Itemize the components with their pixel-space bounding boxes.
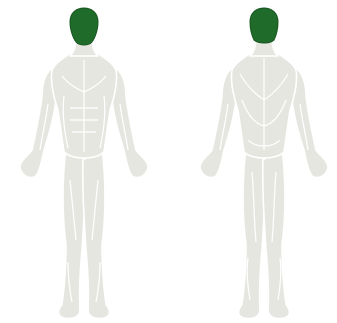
back-left-arm[interactable] (200, 66, 236, 178)
back-head[interactable] (250, 8, 278, 43)
front-left-leg[interactable] (59, 148, 86, 319)
front-right-arm[interactable] (112, 66, 148, 178)
front-head[interactable] (70, 8, 98, 45)
front-right-leg[interactable] (83, 148, 110, 319)
back-body-figure (168, 0, 337, 323)
front-left-arm[interactable] (20, 66, 56, 178)
back-right-arm[interactable] (292, 66, 328, 178)
front-body-figure (0, 0, 169, 323)
